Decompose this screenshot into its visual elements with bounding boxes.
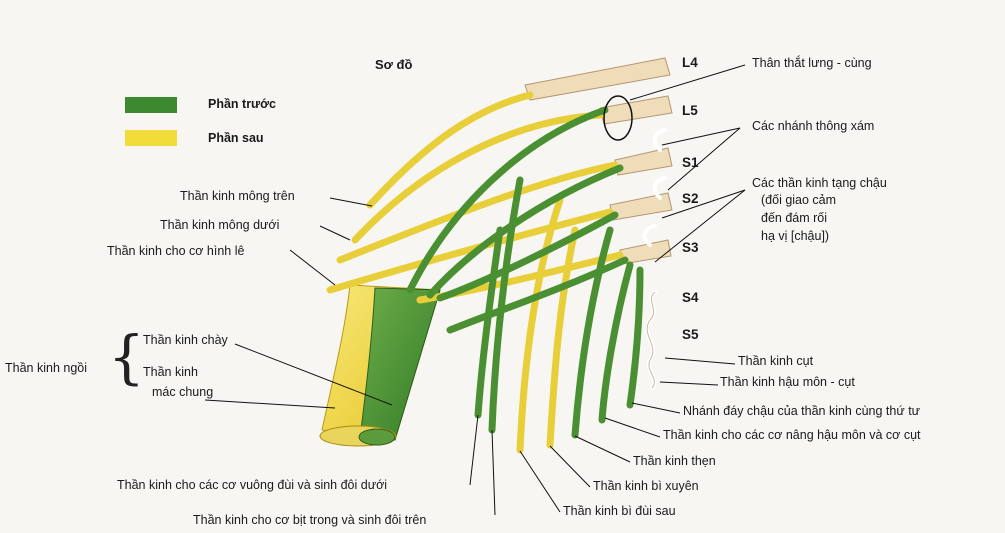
- sciatic-trunk: [320, 285, 440, 446]
- legend-label-anterior: Phần trước: [208, 97, 276, 112]
- label-splanchnic-4: hạ vị [chậu]): [761, 229, 829, 244]
- label-coccygeal: Thần kinh cụt: [738, 354, 813, 369]
- label-anococcygeal: Thần kinh hậu môn - cụt: [720, 375, 855, 390]
- label-pudendal: Thần kinh thẹn: [633, 454, 716, 469]
- label-peroneal-2: mác chung: [152, 385, 213, 400]
- root-label-s5: S5: [682, 327, 699, 342]
- sciatic-brace: {: [108, 328, 145, 386]
- label-obturator-internus: Thần kinh cho cơ bịt trong và sinh đôi t…: [193, 513, 426, 528]
- root-label-s3: S3: [682, 240, 699, 255]
- root-label-s2: S2: [682, 191, 699, 206]
- label-levator-ani: Thần kinh cho các cơ nâng hậu môn và cơ …: [663, 428, 921, 443]
- legend-swatch-anterior: [125, 97, 177, 113]
- label-perforating-cutaneous: Thần kinh bì xuyên: [593, 479, 699, 494]
- label-inferior-gluteal: Thần kinh mông dưới: [160, 218, 279, 233]
- root-label-s1: S1: [682, 155, 699, 170]
- label-lumbosacral-trunk: Thân thắt lưng - cùng: [752, 56, 872, 71]
- label-gray-rami: Các nhánh thông xám: [752, 119, 874, 134]
- legend-swatch-posterior: [125, 130, 177, 146]
- label-quadratus-femoris: Thần kinh cho các cơ vuông đùi và sinh đ…: [117, 478, 387, 493]
- label-tibial: Thần kinh chày: [143, 333, 228, 348]
- label-posterior-femoral-cutaneous: Thần kinh bì đùi sau: [563, 504, 676, 519]
- label-splanchnic-1: Các thần kinh tạng chậu: [752, 176, 887, 191]
- label-superior-gluteal: Thần kinh mông trên: [180, 189, 295, 204]
- label-splanchnic-2: (đối giao cảm: [761, 193, 836, 208]
- root-label-l5: L5: [682, 103, 698, 118]
- label-splanchnic-3: đến đám rối: [761, 211, 827, 226]
- root-label-s4: S4: [682, 290, 699, 305]
- label-perineal-branch: Nhánh đáy chậu của thần kinh cùng thứ tư: [683, 404, 920, 419]
- legend-label-posterior: Phần sau: [208, 131, 264, 146]
- label-piriformis: Thần kinh cho cơ hình lê: [107, 244, 244, 259]
- root-label-l4: L4: [682, 55, 698, 70]
- diagram-title: Sơ đồ: [375, 57, 412, 72]
- label-sciatic: Thần kinh ngồi: [5, 361, 87, 376]
- label-peroneal-1: Thần kinh: [143, 365, 198, 380]
